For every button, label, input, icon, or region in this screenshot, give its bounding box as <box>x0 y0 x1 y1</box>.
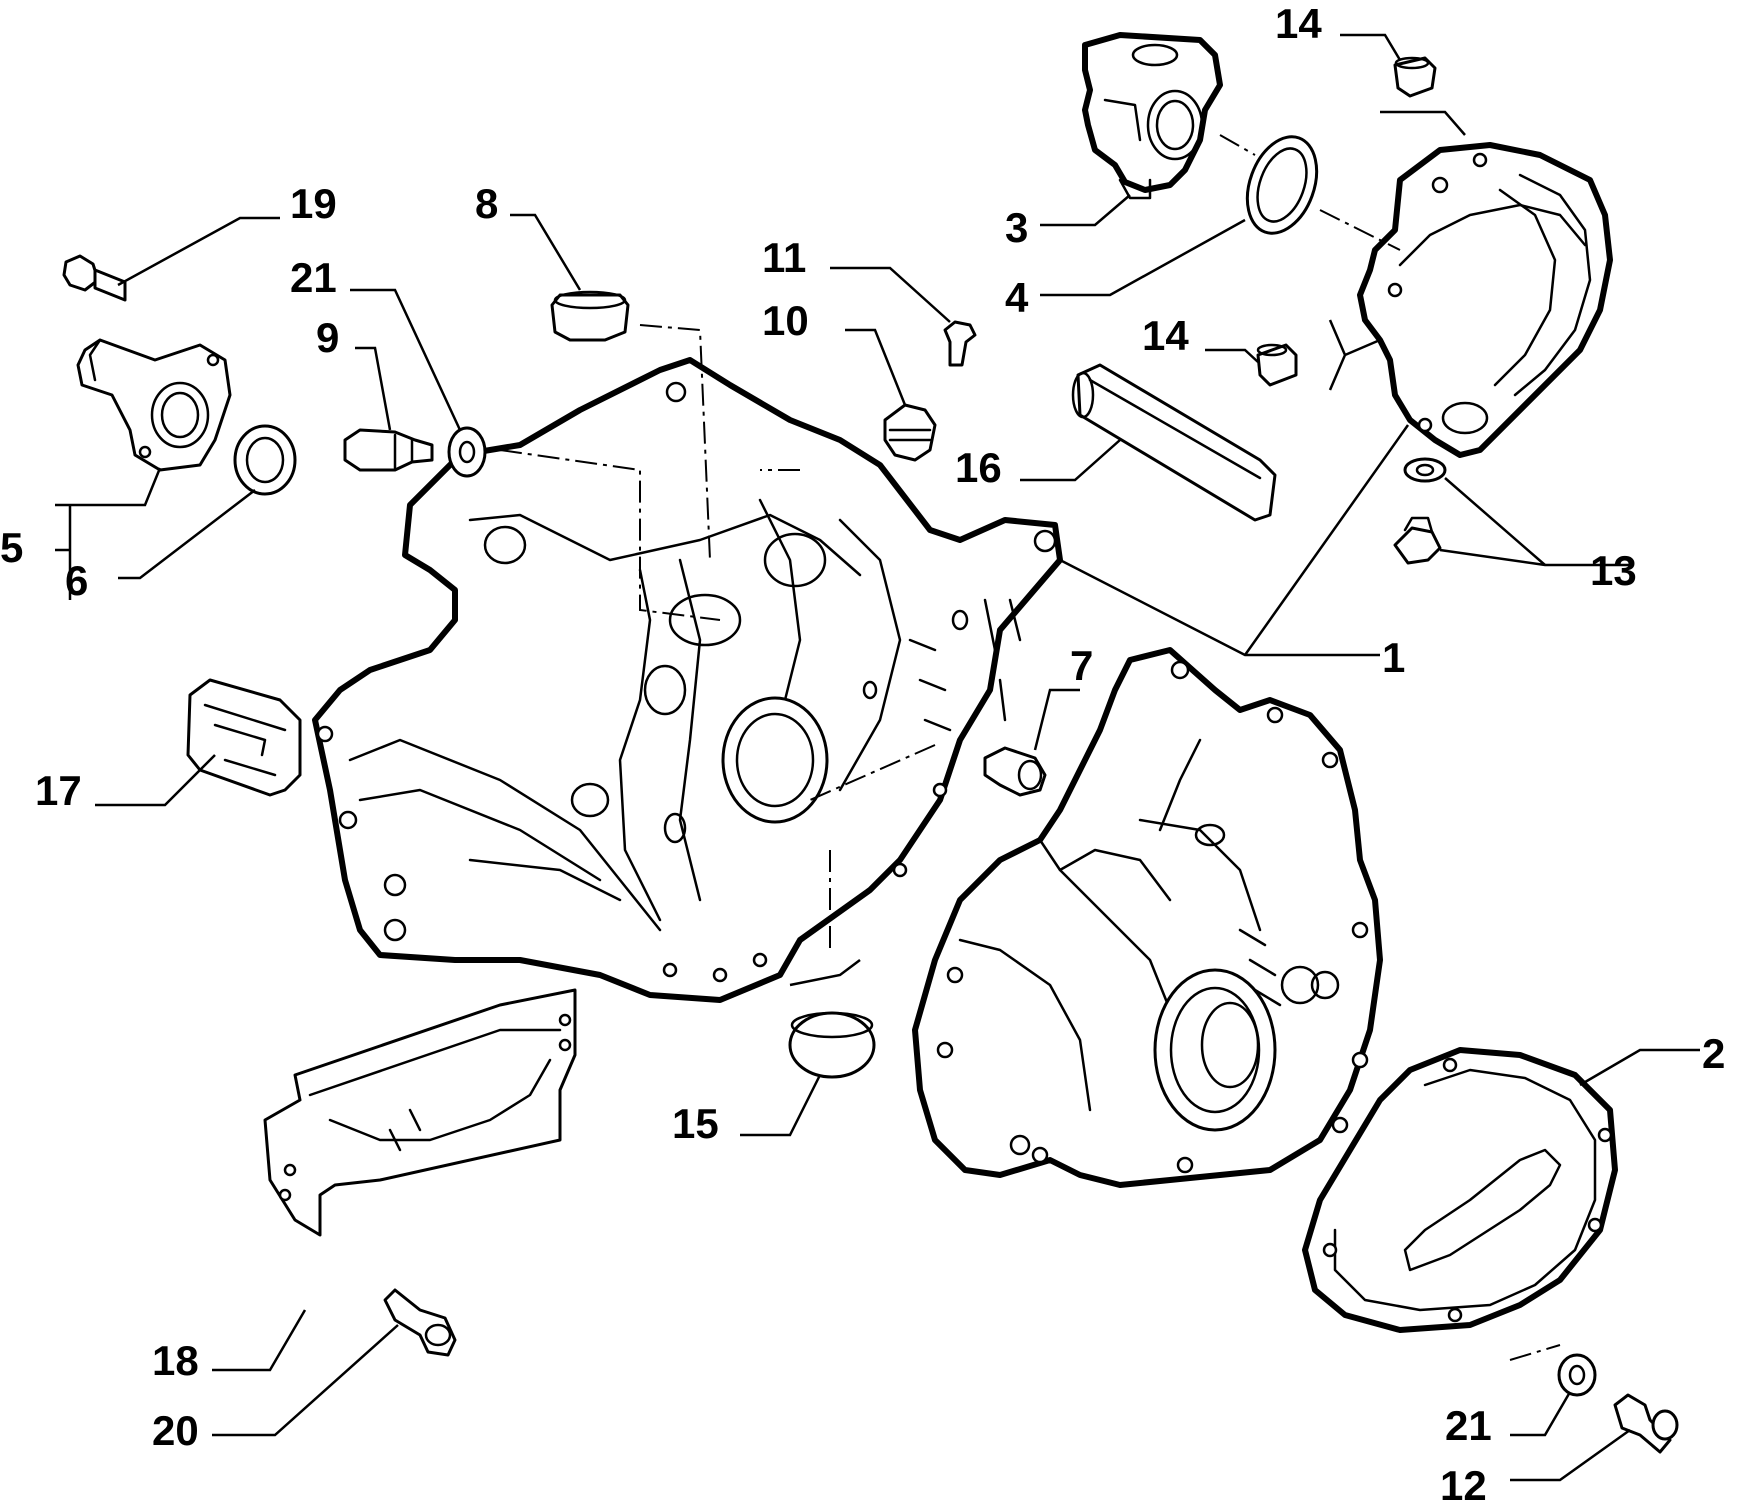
assembly-axes <box>499 134 1561 1361</box>
callout-3: 3 <box>1005 204 1028 251</box>
callout-19: 19 <box>290 180 337 227</box>
callout-14-middle: 14 <box>1142 312 1189 359</box>
plug-cap <box>550 290 630 342</box>
callout-1: 1 <box>1382 634 1405 681</box>
transmission-housing-half <box>912 647 1383 1188</box>
callout-7: 7 <box>1070 642 1093 689</box>
side-cover <box>1302 1047 1618 1333</box>
bell-housing <box>1357 142 1613 458</box>
callout-15: 15 <box>672 1100 719 1147</box>
callout-18: 18 <box>152 1337 199 1384</box>
leader-lines <box>55 33 1700 1482</box>
callout-6: 6 <box>65 557 88 604</box>
callout-20: 20 <box>152 1407 199 1454</box>
shift-rod <box>1071 363 1277 522</box>
bolt-7 <box>983 746 1047 797</box>
bearing-housing <box>1082 32 1223 200</box>
callout-17: 17 <box>35 767 82 814</box>
seal-ring <box>1245 135 1319 235</box>
mounting-bracket <box>263 988 577 1237</box>
callout-8: 8 <box>475 180 498 227</box>
vent-plug <box>883 403 937 462</box>
washer-21-top <box>447 426 487 478</box>
plug-disc <box>788 1011 876 1079</box>
bolt-19 <box>62 254 127 302</box>
small-screw <box>943 320 977 367</box>
callout-2: 2 <box>1702 1030 1725 1077</box>
callout-10: 10 <box>762 297 809 344</box>
callout-16: 16 <box>955 444 1002 491</box>
drain-plug <box>1393 457 1447 565</box>
bolt-20 <box>383 1288 457 1357</box>
callout-5: 5 <box>0 524 23 571</box>
callout-14-top: 14 <box>1275 0 1322 47</box>
main-gearbox-casing <box>312 357 1063 1003</box>
callout-4: 4 <box>1005 274 1029 321</box>
cap-14-top <box>1393 56 1437 98</box>
oil-seal <box>233 424 297 496</box>
callout-13: 13 <box>1590 547 1637 594</box>
cap-14-middle <box>1256 343 1298 387</box>
callout-21-bottom: 21 <box>1445 1402 1492 1449</box>
sensor <box>343 428 434 472</box>
bolt-12 <box>1613 1393 1679 1454</box>
callout-12: 12 <box>1440 1462 1487 1508</box>
callout-11: 11 <box>762 234 806 281</box>
washer-21-bottom <box>1557 1353 1597 1397</box>
guide-tube-flange <box>76 338 232 472</box>
callout-21-top: 21 <box>290 254 337 301</box>
callout-9: 9 <box>316 314 339 361</box>
rubber-pad <box>186 678 302 797</box>
